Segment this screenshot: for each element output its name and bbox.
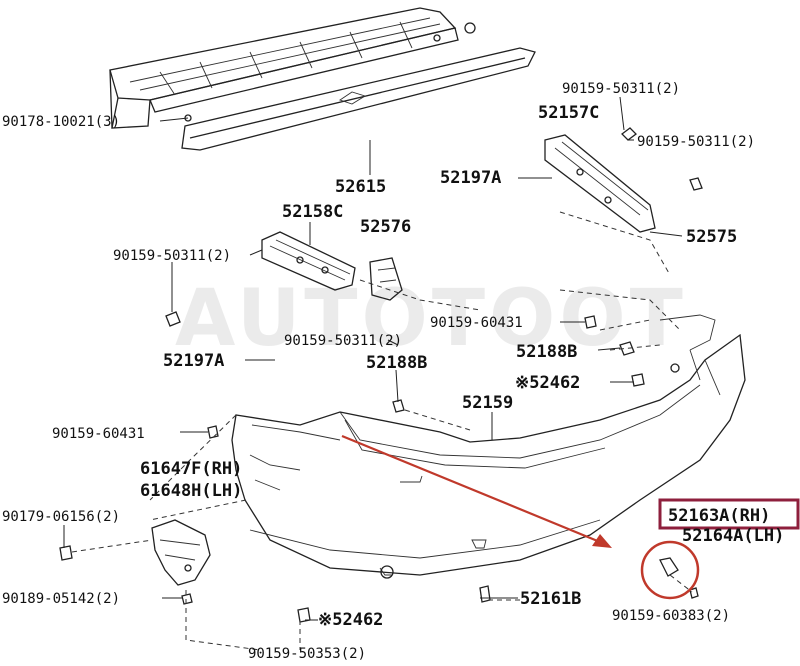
label-52462-right: ※52462 <box>515 373 580 393</box>
label-52615: 52615 <box>335 177 386 197</box>
reference-lines <box>71 211 693 651</box>
retainer-52575 <box>544 127 703 233</box>
label-90159-60431-left: 90159-60431 <box>52 426 145 442</box>
reinforcement-bar-52615 <box>109 7 536 151</box>
label-52161b: 52161B <box>520 589 581 609</box>
label-52188b-right: 52188B <box>516 342 577 362</box>
fasteners <box>207 315 699 623</box>
label-90159-50311-mid: 90159-50311(2) <box>284 333 402 349</box>
watermark-text: AUTOTOOT <box>175 274 687 364</box>
label-61647f: 61647F(RH) <box>140 459 242 479</box>
part-labels: 90178-10021(3) 52615 90159-50311(2) 5215… <box>2 81 784 662</box>
label-52576: 52576 <box>360 217 411 237</box>
label-90159-50353: 90159-50353(2) <box>248 646 366 662</box>
label-90159-60431-right: 90159-60431 <box>430 315 523 331</box>
label-90189-05142: 90189-05142(2) <box>2 591 120 607</box>
label-61648h: 61648H(LH) <box>140 481 242 501</box>
retainer-52576 <box>165 231 403 327</box>
label-90159-50311-top: 90159-50311(2) <box>562 81 680 97</box>
label-52575: 52575 <box>686 227 737 247</box>
label-90178-10021: 90178-10021(3) <box>2 114 120 130</box>
label-52158c: 52158C <box>282 202 343 222</box>
leader-lines <box>63 96 683 621</box>
highlight-part-box <box>658 498 800 530</box>
highlight-circle <box>640 540 700 600</box>
label-52197a-right: 52197A <box>440 168 501 188</box>
label-90159-60383: 90159-60383(2) <box>612 608 730 624</box>
bracket-left <box>59 519 211 605</box>
highlight-arrowhead-icon <box>592 534 612 548</box>
label-90179-06156: 90179-06156(2) <box>2 509 120 525</box>
highlight-annotations <box>341 434 800 600</box>
label-52159: 52159 <box>462 393 513 413</box>
label-52157c: 52157C <box>538 103 599 123</box>
highlight-arrow-line <box>341 434 601 544</box>
label-52163a: 52163A(RH) <box>668 506 770 526</box>
bumper-cover-52159 <box>231 314 746 579</box>
label-52164a: 52164A(LH) <box>682 526 784 546</box>
label-52197a-left: 52197A <box>163 351 224 371</box>
label-52462-bottom: ※52462 <box>318 610 383 630</box>
label-52188b-left: 52188B <box>366 353 427 373</box>
label-90159-50311-right: 90159-50311(2) <box>637 134 755 150</box>
label-90159-50311-left: 90159-50311(2) <box>113 248 231 264</box>
